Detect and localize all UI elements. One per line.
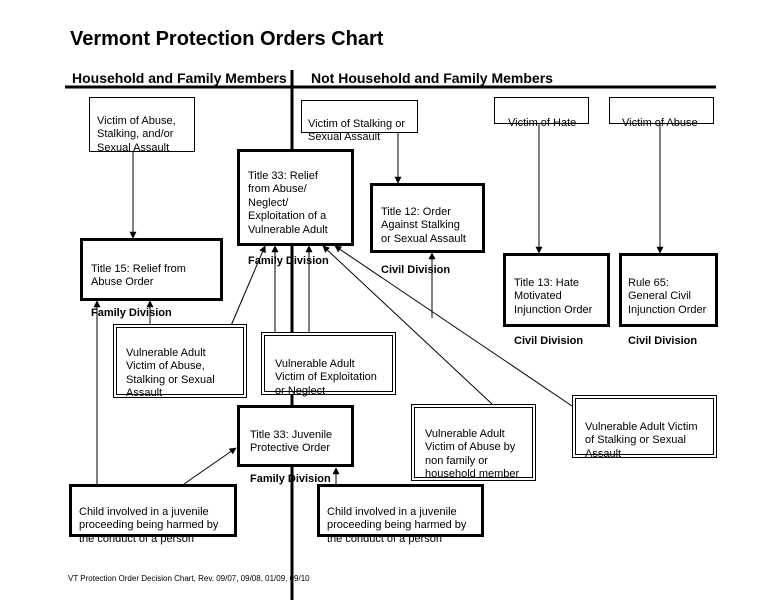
box-division: Civil Division (381, 263, 451, 276)
header-not-household: Not Household and Family Members (311, 70, 553, 86)
box-victim-stalking: Victim of Stalking or Sexual Assault (301, 100, 418, 143)
arrow-va1-to-title33 (229, 245, 266, 329)
box-division: Family Division (248, 254, 329, 267)
box-victim-abuse: Victim of Abuse (609, 97, 714, 129)
box-victim-hate: Victim of Hate (494, 97, 589, 129)
box-text: Victim of Hate (508, 116, 577, 129)
arrow-va3-to-title33 (322, 245, 493, 405)
box-text: Vulnerable Adult Victim of Abuse, Stalki… (126, 346, 215, 400)
box-title33-juvenile: Title 33: Juvenile Protective Order Fami… (237, 405, 354, 485)
box-text: Victim of Abuse (622, 116, 698, 129)
box-text: Title 13: Hate Motivated Injunction Orde… (514, 276, 593, 316)
footer-revision: VT Protection Order Decision Chart, Rev.… (68, 574, 310, 583)
box-va-nonfamily: Vulnerable Adult Victim of Abuse by non … (411, 404, 536, 481)
box-title13: Title 13: Hate Motivated Injunction Orde… (503, 253, 610, 347)
arrow-child-to-juvenile (183, 447, 237, 485)
box-text: Title 33: Juvenile Protective Order (250, 428, 333, 455)
box-title15: Title 15: Relief from Abuse Order Family… (80, 238, 223, 319)
box-rule65: Rule 65: General Civil Injunction Order … (619, 253, 718, 347)
box-title12: Title 12: Order Against Stalking or Sexu… (370, 183, 485, 276)
box-child-right: Child involved in a juvenile proceeding … (317, 484, 484, 545)
chart-title: Vermont Protection Orders Chart (70, 28, 384, 50)
box-division: Civil Division (514, 334, 584, 347)
box-text: Title 15: Relief from Abuse Order (91, 262, 186, 289)
box-child-left: Child involved in a juvenile proceeding … (69, 484, 237, 545)
box-text: Vulnerable Adult Victim of Exploitation … (275, 357, 377, 397)
box-division: Family Division (91, 307, 172, 319)
box-text: Rule 65: General Civil Injunction Order (628, 276, 707, 316)
box-text: Vulnerable Adult Victim of Abuse by non … (425, 427, 520, 481)
box-text: Victim of Abuse, Stalking, and/or Sexual… (97, 114, 176, 154)
box-division: Family Division (250, 473, 331, 485)
box-text: Child involved in a juvenile proceeding … (327, 505, 467, 545)
box-text: Child involved in a juvenile proceeding … (79, 505, 219, 545)
box-va-exploitation: Vulnerable Adult Victim of Exploitation … (261, 332, 396, 397)
box-division: Civil Division (628, 334, 698, 347)
box-title33-vulnerable-adult: Title 33: Relief from Abuse/ Neglect/ Ex… (237, 149, 354, 267)
box-text: Victim of Stalking or Sexual Assault (308, 117, 406, 144)
box-va-abuse-stalking: Vulnerable Adult Victim of Abuse, Stalki… (113, 324, 247, 400)
header-household: Household and Family Members (72, 70, 287, 86)
box-victim-abuse-stalking: Victim of Abuse, Stalking, and/or Sexual… (89, 97, 195, 154)
box-text: Title 33: Relief from Abuse/ Neglect/ Ex… (248, 169, 328, 236)
arrow-va4-to-title33 (334, 245, 576, 409)
box-text: Vulnerable Adult Victim of Stalking or S… (585, 420, 698, 460)
box-va-stalking: Vulnerable Adult Victim of Stalking or S… (572, 395, 717, 460)
connectors (93, 124, 664, 485)
box-text: Title 12: Order Against Stalking or Sexu… (381, 205, 466, 245)
